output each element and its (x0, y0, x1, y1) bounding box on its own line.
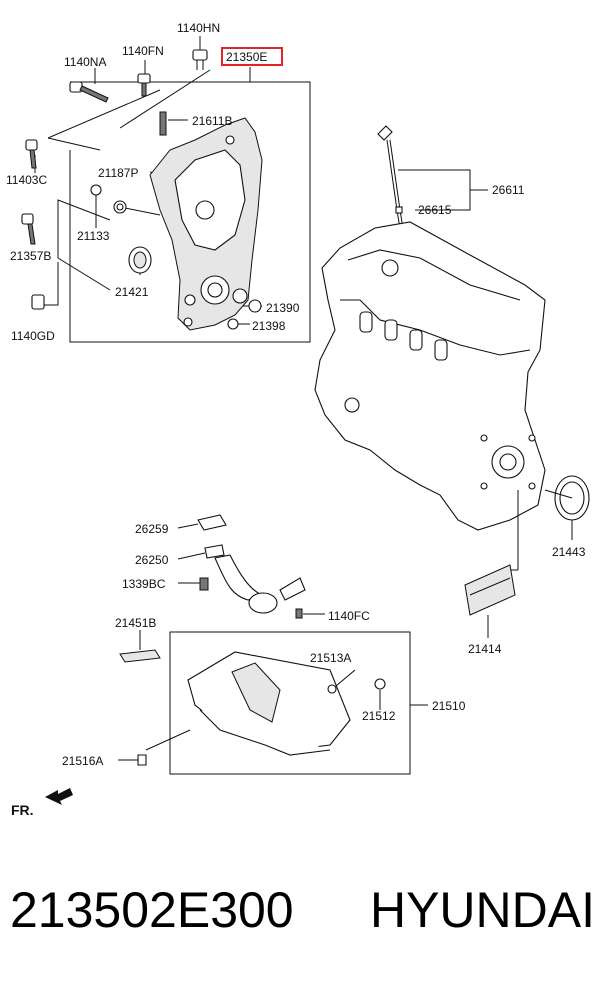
label-11403C: 11403C (6, 173, 47, 187)
label-21133: 21133 (77, 229, 110, 243)
oil-pan-group-box (169, 631, 411, 775)
bolt-21357B (21, 213, 36, 245)
label-21421: 21421 (115, 285, 149, 299)
label-fr: FR. (11, 802, 34, 818)
label-21414: 21414 (468, 642, 502, 656)
oil-pickup-26250 (177, 514, 325, 619)
gasket-21451B (119, 630, 161, 663)
label-21350E: 21350E (226, 50, 267, 64)
label-1140FN: 1140FN (122, 44, 164, 58)
seal-21421 (128, 246, 152, 274)
label-21451B: 21451B (115, 616, 156, 630)
drain-plug-21516A (118, 729, 191, 766)
bolt-1140HN (192, 49, 208, 70)
highlight-box-21350E (221, 47, 283, 66)
label-1140GD: 1140GD (11, 329, 55, 343)
cover-group-box (69, 67, 311, 343)
stud-21611B (159, 111, 167, 136)
footer: 213502E300 HYUNDAI (10, 875, 595, 945)
oring-21398 (227, 318, 239, 330)
part-number: 213502E300 (10, 882, 294, 938)
label-21516A: 21516A (62, 754, 103, 768)
label-1140NA: 1140NA (64, 55, 106, 69)
label-1339BC: 1339BC (122, 577, 166, 591)
label-21510: 21510 (432, 699, 466, 713)
label-21513A: 21513A (310, 651, 351, 665)
label-26259: 26259 (135, 522, 169, 536)
bolt-11403C (25, 139, 38, 169)
bolt-1140NA (69, 81, 109, 103)
label-21357B: 21357B (10, 249, 51, 263)
label-21398: 21398 (252, 319, 286, 333)
label-26611: 26611 (492, 183, 525, 197)
oil-pan-21510 (187, 651, 428, 756)
label-21611B: 21611B (192, 114, 232, 128)
label-21443: 21443 (552, 545, 586, 559)
oring-21390 (248, 299, 262, 313)
timing-cover (149, 117, 263, 331)
label-26250: 26250 (135, 553, 169, 567)
label-21390: 21390 (266, 301, 300, 315)
bolt-1140FN (137, 73, 151, 97)
label-1140FC: 1140FC (328, 609, 370, 623)
bolt-1140GD (31, 294, 45, 310)
front-arrow-icon (45, 788, 73, 805)
rear-seal-21443 (544, 475, 590, 540)
baffle-21414 (464, 490, 519, 638)
oil-filter-21187P (90, 184, 127, 214)
brand-name: HYUNDAI (369, 882, 595, 938)
label-21512: 21512 (362, 709, 396, 723)
label-21187P: 21187P (98, 166, 138, 180)
engine-block (314, 221, 546, 531)
label-26615: 26615 (418, 203, 452, 217)
label-1140HN: 1140HN (177, 21, 220, 35)
